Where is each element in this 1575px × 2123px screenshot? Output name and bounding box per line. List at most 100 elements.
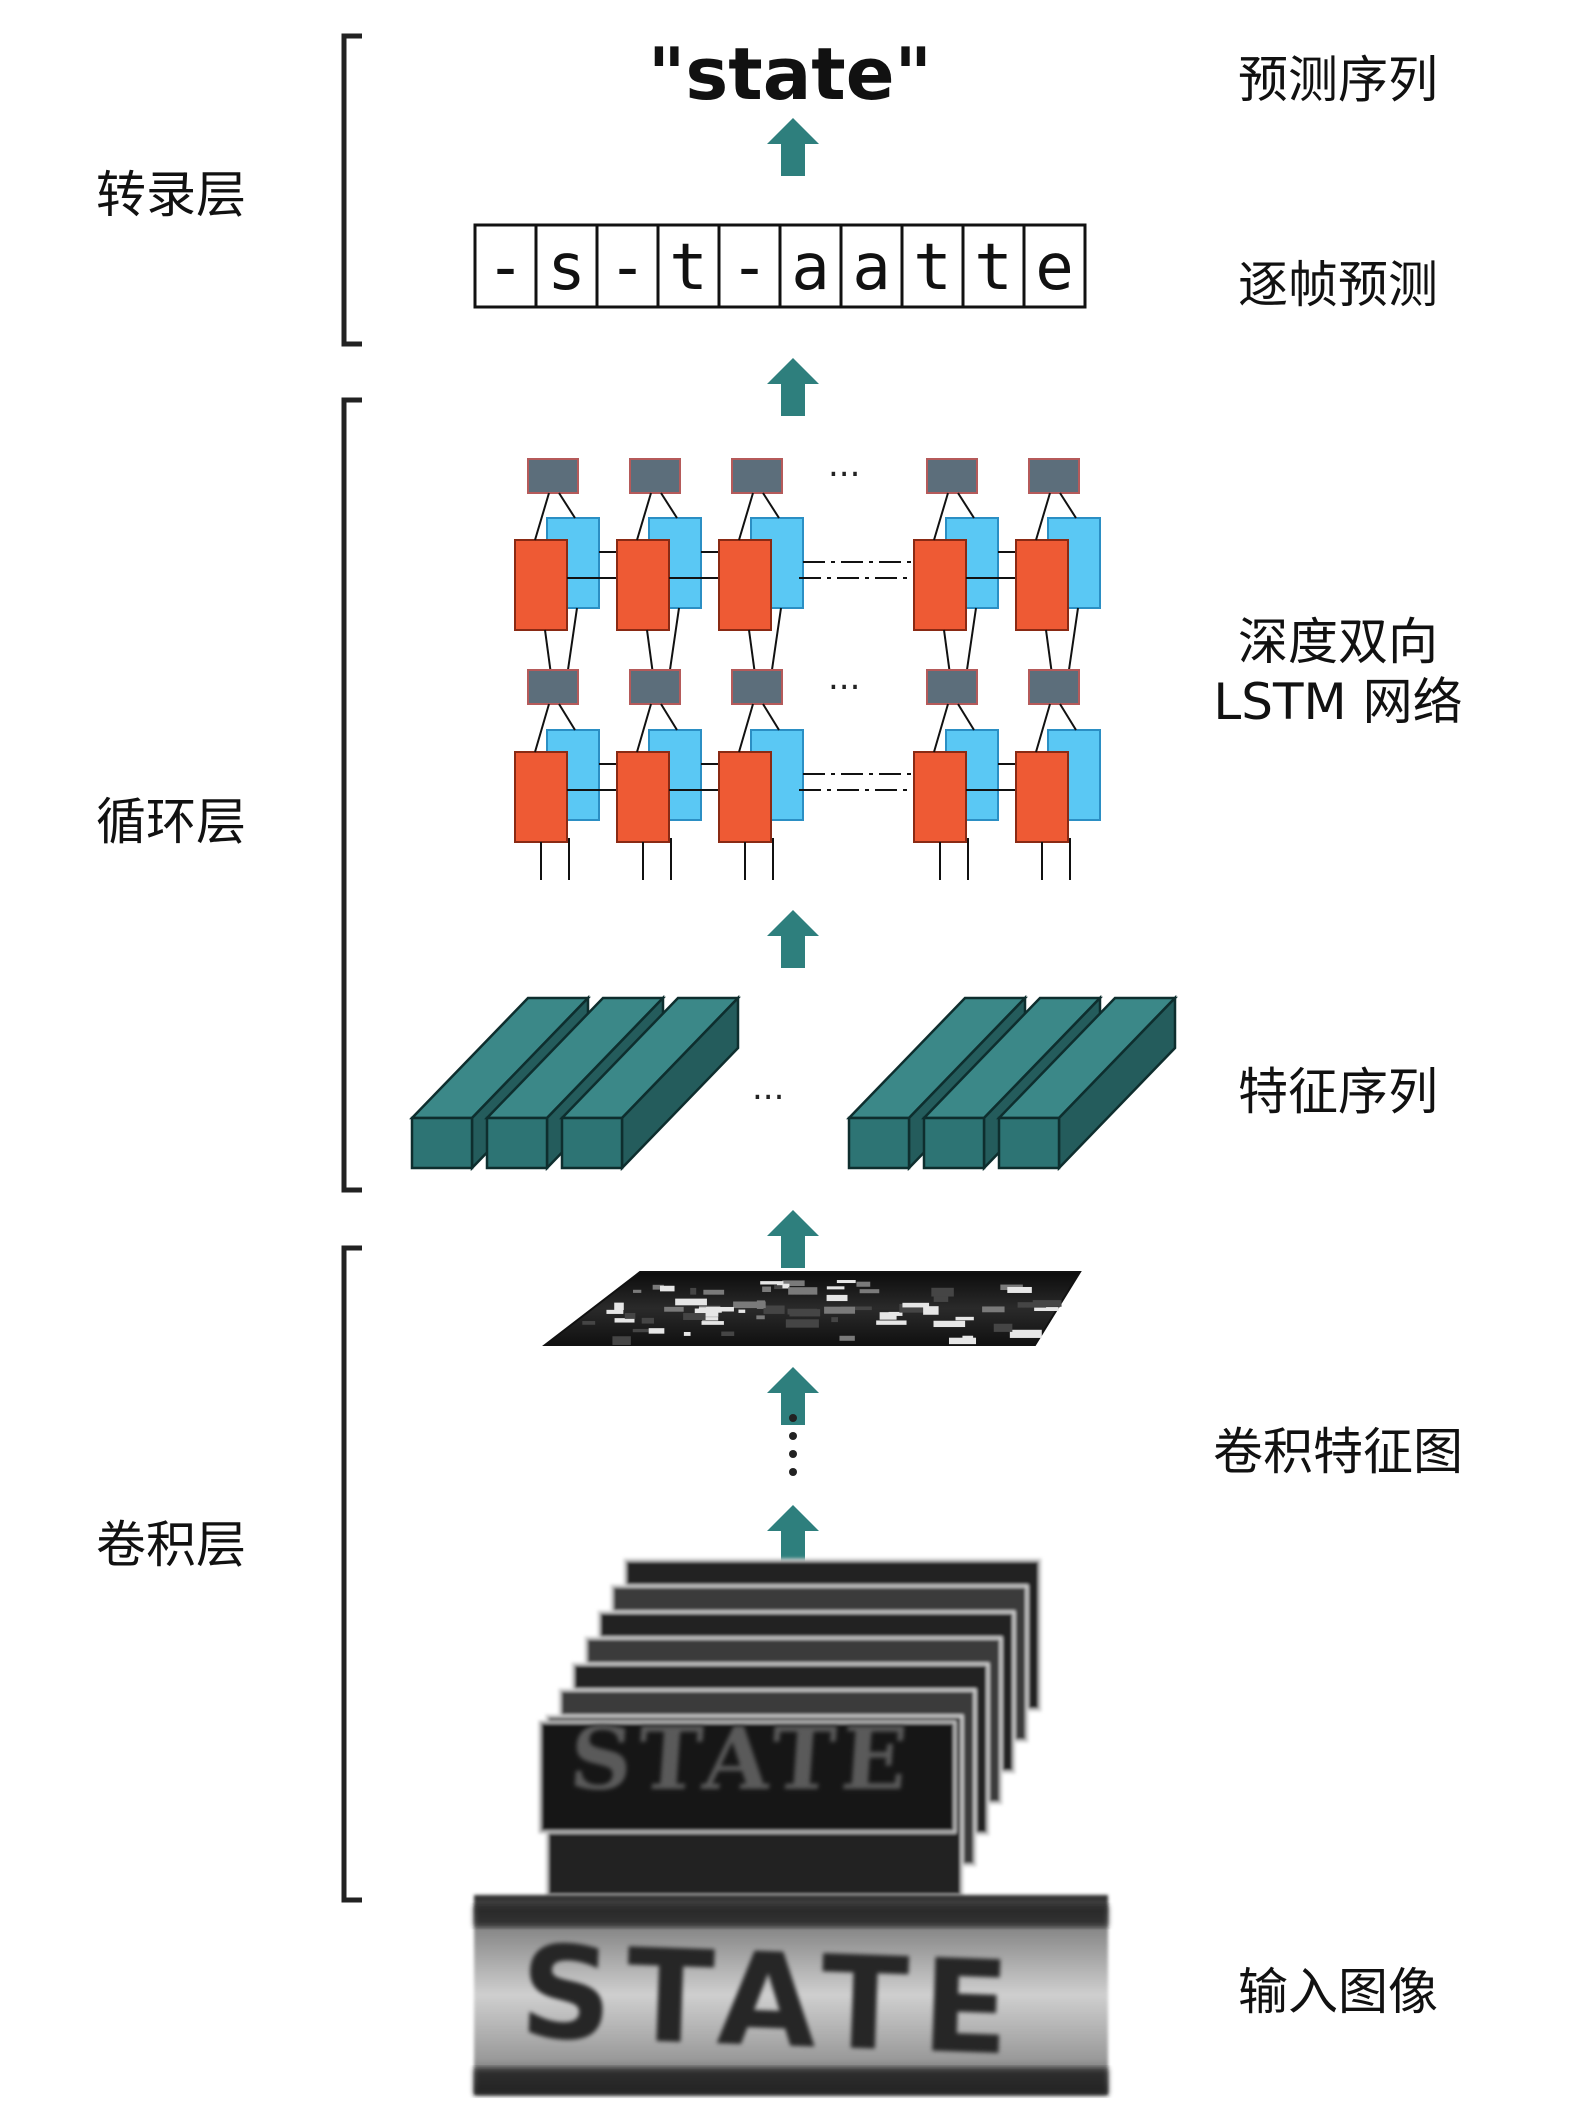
feature-map-pixel [612,1336,631,1345]
connector-line [933,703,949,753]
hidden-state-box [1028,458,1080,494]
feature-map-pixel [690,1287,697,1295]
connector-line [762,703,780,731]
bracket-transcription [341,33,362,347]
connector-line [1035,492,1051,541]
frame-letter: a [791,231,830,305]
feature-map-pixel [606,1309,624,1314]
up-arrow-icon [767,1367,819,1425]
frame-letter: e [1035,231,1074,305]
hidden-state-box [527,458,579,494]
frame-box [1022,223,1087,309]
connector-line [738,492,754,541]
feature-map-pixel [876,1320,907,1325]
lstm-forward-cell [514,539,568,631]
frame-letter: - [486,231,525,305]
connector-line [534,492,550,541]
feature-map-pixel [683,1331,691,1336]
feature-map-pixel [733,1301,766,1309]
feature-map-pixel [899,1303,924,1313]
up-arrow-icon [767,118,819,176]
layer-label-recurrent: 循环层 [96,793,246,851]
feature-map-pixel [762,1286,772,1293]
hidden-state-box [926,458,978,494]
feature-map-pixel [955,1316,974,1321]
feature-map-pixel [632,1328,653,1333]
frame-box [473,223,538,309]
feature-map-pixel [760,1281,784,1285]
bracket-recurrent [341,397,362,1193]
frame-box [595,223,660,309]
feature-map-pixel [923,1306,939,1315]
up-arrow-icon [767,1505,819,1563]
lstm-forward-cell [616,539,670,631]
feature-map-pixel [648,1328,665,1334]
stage-label-per-frame-prediction: 逐帧预测 [1238,256,1438,314]
feature-map-pixel [1007,1286,1032,1293]
feature-map-pixel [782,1280,805,1287]
connector-line [957,703,975,731]
feature-map-pixel [582,1321,596,1325]
feature-map-pixel [683,1313,706,1320]
feature-map-pixel [840,1306,872,1311]
feature-map-pixel [879,1312,897,1320]
feature-map-pixel [933,1293,949,1302]
feature-map-pixel [694,1308,719,1317]
feature-map-pixel [931,1287,954,1297]
lstm-forward-cell [1015,751,1069,843]
ellipsis-lstm-top: ... [828,445,861,485]
frame-letter: - [730,231,769,305]
conv-map-text: STATE [566,1709,917,1810]
up-arrow-icon [767,1210,819,1268]
conv-feature-map-front [538,1720,957,1834]
frame-box [717,223,782,309]
feature-map-pixel [826,1294,848,1302]
feature-column-front [847,1116,911,1170]
feature-column-front [485,1116,549,1170]
feature-map-pixel [831,1317,838,1323]
bilstm-network [514,458,1101,880]
conv-feature-map-top [542,1271,1082,1346]
feature-map-pixel [948,1337,977,1345]
lstm-forward-cell [718,539,772,631]
feature-map-pixel [1034,1307,1059,1312]
bracket-convolutional [341,1245,362,1903]
predicted-word: "state" [647,32,933,116]
stage-label-input-image: 输入图像 [1238,1963,1438,2021]
feature-map-pixel [1032,1300,1062,1307]
hidden-state-box [731,669,783,705]
stage-label-deep-bilstm-line2: LSTM 网络 [1213,673,1463,731]
feature-map-pixel [614,1318,635,1323]
connector-line [660,703,678,731]
feature-map-pixel [982,1306,1005,1313]
connector-line [762,492,780,519]
feature-map-pixel [1009,1329,1042,1338]
feature-map-pixel [652,1284,664,1290]
connector-line [738,703,754,753]
lstm-forward-cell [514,751,568,843]
stage-label-feature-sequence: 特征序列 [1238,1063,1438,1121]
connector-line [660,492,678,519]
feature-map-pixel [933,1320,966,1328]
feature-map-pixel [664,1306,684,1312]
stage-label-deep-bilstm-line1: 深度双向 [1238,613,1438,671]
frame-letter: t [974,231,1013,305]
feature-map-pixel [859,1289,880,1294]
connector-line [957,492,975,519]
connector-line [1059,492,1077,519]
feature-map-pixel [902,1302,930,1308]
connector-line [636,703,652,753]
hidden-state-box [527,669,579,705]
feature-map-pixel [756,1315,765,1320]
feature-column-front [997,1116,1061,1170]
feature-map-pixel [824,1306,856,1314]
feature-map-pixel [993,1323,1013,1332]
vertical-ellipsis [789,1414,797,1476]
connector-line [933,492,949,541]
connector-line [558,492,576,519]
frame-letter: s [547,231,586,305]
connector-line [534,703,550,753]
frame-letter: t [669,231,708,305]
layer-label-convolutional: 卷积层 [96,1516,246,1574]
